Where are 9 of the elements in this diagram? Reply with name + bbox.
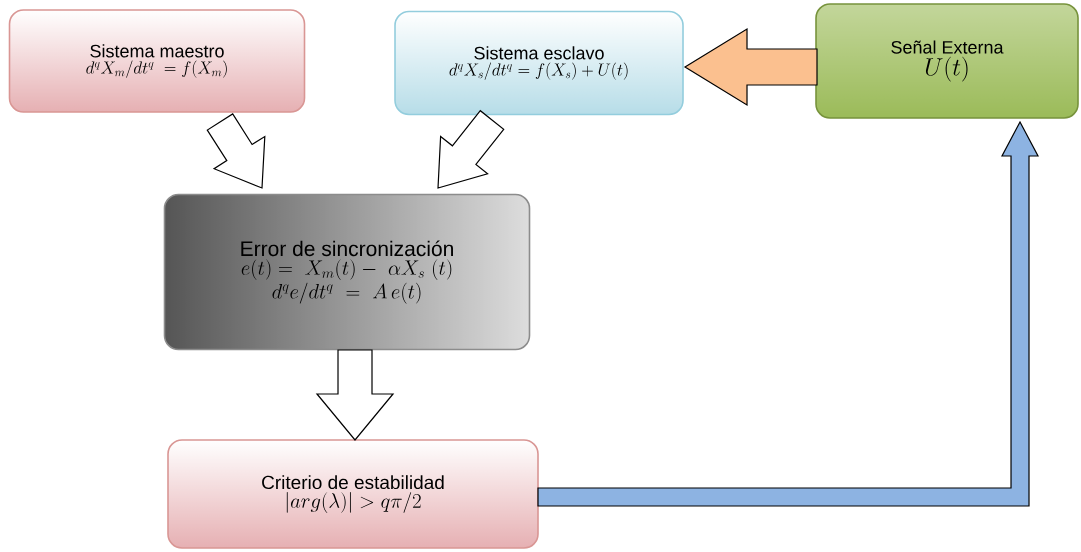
process-box: Sistema esclavo $d^qX_s/dt^q=f(X_s)+U(t)$ <box>394 10 684 116</box>
block-arrow <box>315 349 395 441</box>
process-box: Error de sincronización $e(t)=\ X_m(t)-\ \alpha X_s\ (t)$ $d^qe/dt^q\ =\ A\,e(t)$ <box>163 193 531 351</box>
process-box: Criterio de estabilidad $|arg(\lambda)|>q\pi/2$ <box>167 439 539 549</box>
process-box: Sistema maestro $d^qX_m/dt^q\ =f(X_m)$ <box>8 9 306 113</box>
block-arrow <box>206 113 266 189</box>
block-arrow <box>537 120 1039 507</box>
process-box: Señal Externa $U(t)$ <box>815 3 1079 119</box>
block-arrow <box>683 27 818 107</box>
